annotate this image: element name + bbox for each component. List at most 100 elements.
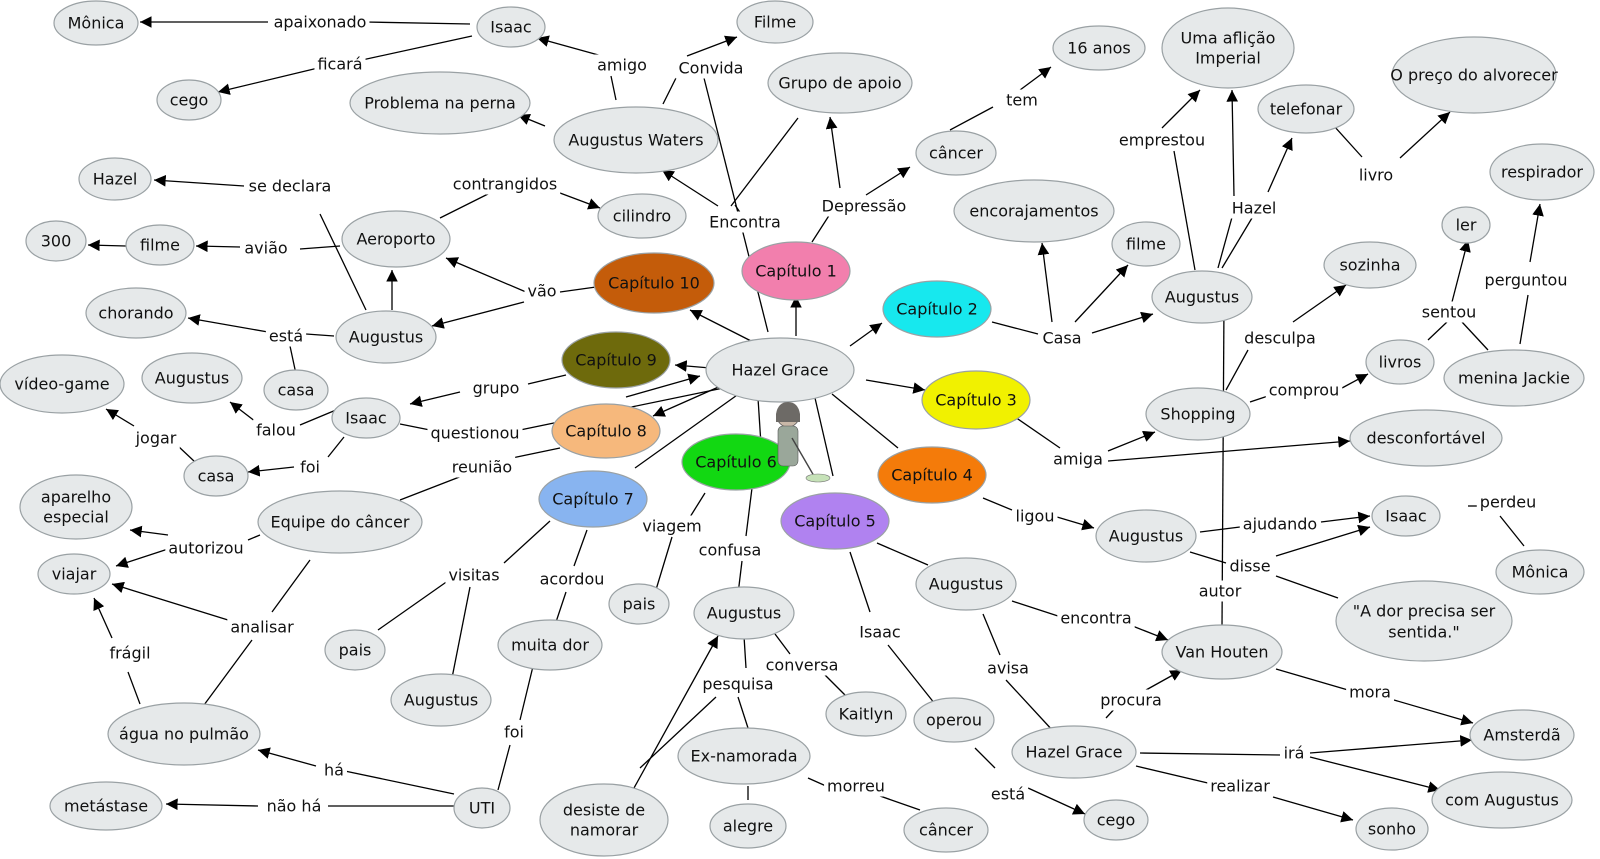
node-uti[interactable]: UTI xyxy=(453,787,511,829)
link-label-background xyxy=(449,173,561,195)
node-telefonar[interactable]: telefonar xyxy=(1257,84,1355,134)
node-casa-isaac[interactable]: casa xyxy=(183,455,249,497)
node-operou[interactable]: operou xyxy=(913,697,995,743)
svg-text:menina Jackie: menina Jackie xyxy=(1458,369,1570,388)
node-augustus-cap6[interactable]: Augustus xyxy=(693,586,795,640)
node-amsterda[interactable]: Amsterdã xyxy=(1469,709,1575,761)
link-label-background xyxy=(263,795,325,817)
link-jogar: jogar xyxy=(135,429,177,448)
node-16-anos[interactable]: 16 anos xyxy=(1052,25,1146,71)
node-augustus-cap5[interactable]: Augustus xyxy=(915,557,1017,611)
node-monica-top[interactable]: Mônica xyxy=(53,0,139,46)
node-uma-aflicao-imperial[interactable]: Uma aflição Imperial xyxy=(1161,7,1295,89)
node-alegre[interactable]: alegre xyxy=(709,803,787,849)
node-hazel-left[interactable]: Hazel xyxy=(78,157,152,201)
node-encorajamentos[interactable]: encorajamentos xyxy=(953,179,1115,243)
node-respirador[interactable]: respirador xyxy=(1489,143,1595,201)
node-capitulo-1[interactable]: Capítulo 1 xyxy=(741,241,851,301)
node-isaac-right[interactable]: Isaac xyxy=(1371,495,1441,537)
node-desiste-de-namorar[interactable]: desiste de namorar xyxy=(539,783,669,857)
node-capitulo-6[interactable]: Capítulo 6 xyxy=(681,433,791,491)
linking-phrases: apaixonado ficará amigo Convida tem empr… xyxy=(106,11,1571,817)
node-aeroporto[interactable]: Aeroporto xyxy=(341,210,451,268)
node-pais-cap6[interactable]: pais xyxy=(608,583,670,625)
node-augustus-left[interactable]: Augustus xyxy=(335,310,437,364)
node-cancer-bottom[interactable]: câncer xyxy=(903,807,989,853)
node-capitulo-3[interactable]: Capítulo 3 xyxy=(921,370,1031,430)
node-augustus-isaac[interactable]: Augustus xyxy=(141,352,243,404)
link-falou: falou xyxy=(256,421,296,440)
link-label-background xyxy=(639,515,705,537)
svg-text:"A dor precisa ser: "A dor precisa ser xyxy=(1353,602,1496,621)
node-problema-na-perna[interactable]: Problema na perna xyxy=(349,71,531,135)
node-sonho[interactable]: sonho xyxy=(1355,807,1429,851)
svg-text:pais: pais xyxy=(339,641,372,660)
node-o-preco-do-alvorecer[interactable]: O preço do alvorecer xyxy=(1390,36,1558,114)
node-capitulo-2[interactable]: Capítulo 2 xyxy=(882,280,992,338)
node-augustus-cap7[interactable]: Augustus xyxy=(390,673,492,727)
svg-text:câncer: câncer xyxy=(919,821,973,840)
node-chorando[interactable]: chorando xyxy=(85,287,187,339)
link-amiga: amiga xyxy=(1053,450,1103,469)
node-pais-cap7[interactable]: pais xyxy=(324,629,386,671)
node-hazel-grace-bottom[interactable]: Hazel Grace xyxy=(1011,725,1137,779)
node-ex-namorada[interactable]: Ex-namorada xyxy=(677,727,811,785)
node-augustus-cap4[interactable]: Augustus xyxy=(1095,509,1197,563)
node-filme-mid[interactable]: filme xyxy=(1111,221,1181,267)
node-agua-no-pulmao[interactable]: água no pulmão xyxy=(107,702,261,766)
svg-text:filme: filme xyxy=(140,236,180,255)
node-equipe-do-cancer[interactable]: Equipe do câncer xyxy=(257,490,423,554)
link-label-background xyxy=(501,721,527,743)
svg-text:Aeroporto: Aeroporto xyxy=(356,230,435,249)
link-reuniao: reunião xyxy=(452,458,512,477)
node-casa-left[interactable]: casa xyxy=(263,369,329,411)
link-label-background xyxy=(818,195,910,217)
node-capitulo-4[interactable]: Capítulo 4 xyxy=(877,446,987,504)
node-muita-dor[interactable]: muita dor xyxy=(497,619,603,671)
link-label-background xyxy=(131,427,180,449)
node-van-houten[interactable]: Van Houten xyxy=(1161,624,1283,680)
node-video-game[interactable]: vídeo-game xyxy=(0,354,125,414)
node-livros[interactable]: livros xyxy=(1365,339,1435,385)
node-cancer-top[interactable]: câncer xyxy=(915,130,997,176)
node-shopping[interactable]: Shopping xyxy=(1145,387,1251,441)
link-morreu: morreu xyxy=(827,777,885,796)
link-ajudando: ajudando xyxy=(1243,515,1317,534)
node-capitulo-10[interactable]: Capítulo 10 xyxy=(593,252,715,314)
node-filme-left[interactable]: filme xyxy=(125,224,195,266)
link-label-background xyxy=(1207,775,1274,797)
node-a-dor-precisa-ser-sentida[interactable]: "A dor precisa ser sentida." xyxy=(1335,580,1513,662)
svg-text:Uma aflição: Uma aflição xyxy=(1181,29,1276,48)
node-cego-top[interactable]: cego xyxy=(156,79,222,121)
node-ler[interactable]: ler xyxy=(1441,206,1491,244)
link-label-background xyxy=(536,568,608,590)
node-augustus-right[interactable]: Augustus xyxy=(1151,270,1253,324)
node-300[interactable]: 300 xyxy=(25,220,87,262)
node-capitulo-5[interactable]: Capítulo 5 xyxy=(780,492,890,550)
node-viajar[interactable]: viajar xyxy=(37,553,111,595)
node-capitulo-9[interactable]: Capítulo 9 xyxy=(561,331,671,389)
node-augustus-waters[interactable]: Augustus Waters xyxy=(553,106,719,174)
node-hazel-grace-center[interactable]: Hazel Grace xyxy=(705,337,855,403)
node-metastase[interactable]: metástase xyxy=(49,781,163,831)
node-isaac-left[interactable]: Isaac xyxy=(331,397,401,439)
svg-text:Capítulo 1: Capítulo 1 xyxy=(755,262,837,281)
node-sozinha[interactable]: sozinha xyxy=(1323,241,1417,289)
node-com-augustus[interactable]: com Augustus xyxy=(1431,771,1573,829)
node-aparelho-especial[interactable]: aparelho especial xyxy=(19,474,133,540)
link-label-background xyxy=(1050,448,1106,470)
node-cego-bottom[interactable]: cego xyxy=(1083,799,1149,841)
node-kaitlyn[interactable]: Kaitlyn xyxy=(825,691,907,737)
svg-text:Imperial: Imperial xyxy=(1195,49,1261,68)
node-menina-jackie[interactable]: menina Jackie xyxy=(1443,349,1585,407)
node-desconfortavel[interactable]: desconfortável xyxy=(1349,409,1503,467)
node-isaac-top[interactable]: Isaac xyxy=(476,6,546,48)
node-capitulo-7[interactable]: Capítulo 7 xyxy=(538,470,648,528)
svg-text:Augustus: Augustus xyxy=(155,369,229,388)
svg-text:filme: filme xyxy=(1126,235,1166,254)
node-filme-top[interactable]: Filme xyxy=(736,0,814,44)
node-monica-right[interactable]: Mônica xyxy=(1495,549,1585,595)
node-cilindro[interactable]: cilindro xyxy=(597,193,687,239)
node-grupo-de-apoio[interactable]: Grupo de apoio xyxy=(767,52,913,114)
node-capitulo-8[interactable]: Capítulo 8 xyxy=(551,403,661,459)
